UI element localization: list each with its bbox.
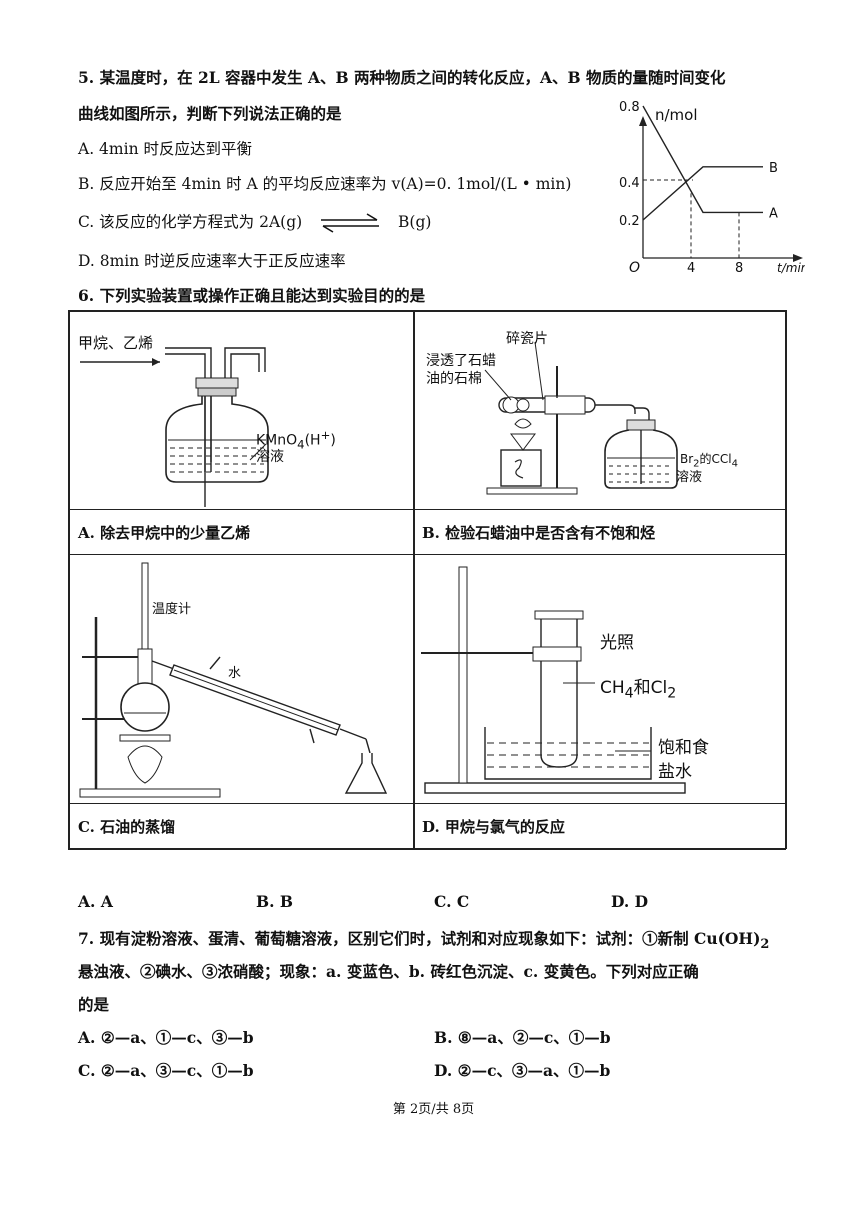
cell-a-caption: A. 除去甲烷中的少量乙烯: [78, 524, 251, 542]
series-b-label: B: [769, 161, 778, 176]
cell-b-caption: B. 检验石蜡油中是否含有不饱和烃: [422, 524, 656, 542]
cell-b-label-asbestos-1: 浸透了石蜡: [426, 353, 496, 369]
x-tick-label: 8: [735, 261, 743, 276]
cell-c-label-water: 水: [228, 666, 242, 681]
grid-border-left: [68, 310, 70, 849]
gas-ch: CH: [600, 678, 625, 698]
reagent-sub1: 2: [693, 458, 700, 470]
equilibrium-arrow-icon: [321, 213, 380, 233]
q5-option-a: A. 4min 时反应达到平衡: [78, 140, 252, 158]
reagent-br: Br: [680, 452, 694, 466]
q7-option-c: C. ②—a、③—c、①—b: [78, 1061, 254, 1080]
reagent-sub: 4: [297, 437, 305, 452]
q7-stem-line1: 7. 现有淀粉溶液、蛋清、葡萄糖溶液，区别它们时，试剂和对应现象如下：试剂：①新…: [78, 927, 769, 952]
y-tick-label: 0.4: [619, 176, 640, 191]
reagent-ccl: 的CCl: [699, 452, 732, 466]
x-axis-label: t/min: [777, 261, 805, 275]
q6-answer-c: C. C: [434, 892, 470, 911]
x-tick-label: 4: [687, 261, 695, 276]
reagent-h: (H: [304, 432, 321, 449]
y-axis-label: n/mol: [655, 106, 698, 124]
cell-d-label-salt-2: 盐水: [658, 762, 692, 782]
q6-answer-d: D. D: [611, 892, 649, 911]
cell-b-label-asbestos-2: 油的石棉: [426, 371, 482, 387]
apparatus-b-cracking: [484, 341, 678, 495]
cell-d-label-gas: CH4和Cl2: [600, 673, 676, 701]
q5-option-c: C. 该反应的化学方程式为 2A(g) B(g): [78, 210, 431, 233]
q6-stem: 6. 下列实验装置或操作正确且能达到实验目的的是: [78, 286, 426, 305]
q7-stem-line2: 悬浊液、②碘水、③浓硝酸；现象：a. 变蓝色、b. 砖红色沉淀、c. 变黄色。下…: [78, 962, 699, 981]
gas-cl: 和Cl: [633, 678, 668, 698]
apparatus-d-methane-chlorination: [421, 566, 686, 794]
grid-border-top: [68, 310, 786, 312]
grid-divider-vertical: [413, 310, 415, 849]
y-tick-label: 0.8: [619, 100, 640, 115]
gas-sub2: 2: [667, 685, 677, 702]
q7-option-a: A. ②—a、①—c、③—b: [78, 1028, 254, 1047]
q7-stem-line1-text: 7. 现有淀粉溶液、蛋清、葡萄糖溶液，区别它们时，试剂和对应现象如下：试剂：①新…: [78, 929, 761, 948]
q6-answer-a: A. A: [78, 892, 113, 911]
cell-d-caption: D. 甲烷与氯气的反应: [422, 818, 565, 836]
cell-c-caption: C. 石油的蒸馏: [78, 818, 176, 836]
cell-d-label-light: 光照: [600, 633, 634, 653]
series-a-line: [642, 105, 763, 214]
reagent-close: ): [330, 432, 336, 449]
cell-b-reagent-line2: 溶液: [676, 470, 703, 485]
cell-a-gas-label: 甲烷、乙烯: [78, 334, 154, 352]
y-tick-label: 0.2: [619, 214, 640, 229]
q7-stem-line3: 的是: [78, 995, 110, 1014]
series-a-label: A: [769, 206, 778, 221]
origin-label: O: [629, 260, 640, 276]
cell-c-label-thermometer: 温度计: [152, 602, 192, 617]
cell-d-label-salt-1: 饱和食: [658, 738, 709, 758]
q7-option-b: B. ⑧—a、②—c、①—b: [434, 1028, 611, 1047]
q5-stem-line2: 曲线如图所示，判断下列说法正确的是: [78, 104, 342, 123]
grid-divider-row1: [68, 509, 786, 511]
q6-answer-b: B. B: [256, 892, 293, 911]
reagent-sub2: 4: [731, 458, 739, 470]
grid-divider-row2: [68, 554, 786, 556]
cell-a-reagent-line2: 溶液: [256, 449, 284, 465]
grid-divider-row3: [68, 803, 786, 805]
grid-border-right: [785, 310, 787, 849]
series-b-line: [642, 166, 763, 221]
q5-stem-line1: 5. 某温度时，在 2L 容器中发生 A、B 两种物质之间的转化反应，A、B 物…: [78, 68, 726, 87]
q5-option-d: D. 8min 时逆反应速率大于正反应速率: [78, 252, 346, 270]
y-axis-arrow: [639, 116, 647, 126]
apparatus-c-distillation: [79, 562, 388, 798]
grid-border-bottom: [68, 848, 786, 850]
reagent-kmno: KMnO: [256, 432, 298, 449]
q7-option-d: D. ②—c、③—a、①—b: [434, 1061, 611, 1080]
cell-b-label-porcelain: 碎瓷片: [506, 331, 548, 347]
gas-sub1: 4: [624, 685, 634, 702]
reagent-sup: +: [320, 428, 331, 442]
page-number: 第 2页/共 8页: [392, 1102, 475, 1117]
x-axis-arrow: [793, 254, 803, 262]
cell-a-reagent-label: KMnO4(H+): [256, 428, 336, 451]
q5-option-b: B. 反应开始至 4min 时 A 的平均反应速率为 v(A)=0. 1mol/…: [78, 175, 572, 193]
q5-option-c-text: C. 该反应的化学方程式为 2A(g): [78, 213, 303, 231]
q5-chart: A Bn/mol t/min O 0.8 0.4 0.2 4 8: [619, 100, 805, 276]
cell-b-reagent-label: Br2的CCl4: [680, 450, 738, 469]
q7-stem-sub: 2: [760, 937, 770, 953]
apparatus-a-gas-washing-bottle: [80, 347, 269, 507]
q5-option-c-product: B(g): [398, 213, 432, 231]
